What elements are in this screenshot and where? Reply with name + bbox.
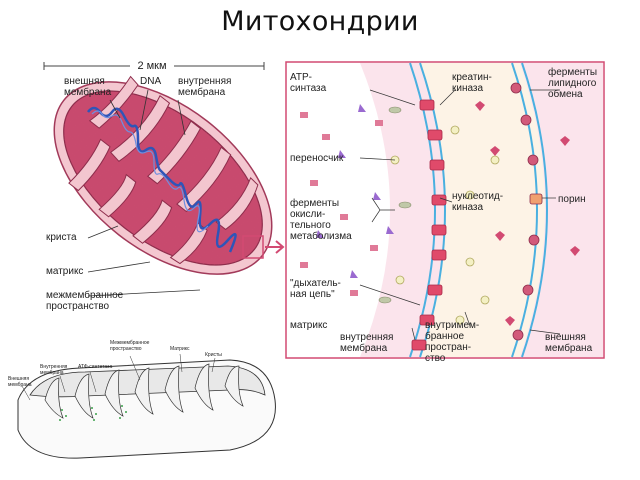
cristae	[68, 75, 259, 265]
zoom-box	[242, 235, 264, 259]
atp-synthase-dots	[59, 405, 127, 421]
porin-proteins	[510, 82, 543, 341]
label-dna: DNA	[140, 76, 161, 87]
label-crista: криста	[46, 232, 77, 243]
membrane-detail: АТР-синтаза креатин-киназа ферментылипид…	[285, 61, 605, 364]
label-nucleotide-kinase: нуклеотид-киназа	[452, 191, 503, 213]
label-atp-synthase: АТР-синтаза	[290, 72, 327, 94]
label-respiratory-chain: "дыхатель-ная цепь"	[290, 278, 341, 300]
page-title: Митохондрии	[221, 6, 419, 37]
label-carrier: переносчик	[290, 153, 344, 164]
outer-membrane-line	[511, 62, 538, 358]
respiratory-proteins	[411, 99, 447, 351]
scale-label: 2 мкм	[137, 60, 166, 72]
matrix-molecules	[300, 101, 580, 326]
mitochondrion-cross-section: 2 мкм	[43, 59, 285, 312]
cristae-3d	[44, 363, 244, 419]
label-cristae-3d: Кристы	[205, 352, 222, 358]
dna-strand	[87, 106, 237, 253]
label-matrix: матрикс	[46, 266, 83, 277]
label-porin: порин	[558, 194, 586, 205]
label-creatine-kinase: креатин-киназа	[452, 72, 492, 94]
label-atp-synthetase: АТФ-синтетаза	[78, 364, 112, 370]
label-matrix-right: матрикс	[290, 320, 327, 331]
label-matrix-3d: Матрикс	[170, 346, 190, 352]
zoom-arrow	[265, 240, 285, 254]
